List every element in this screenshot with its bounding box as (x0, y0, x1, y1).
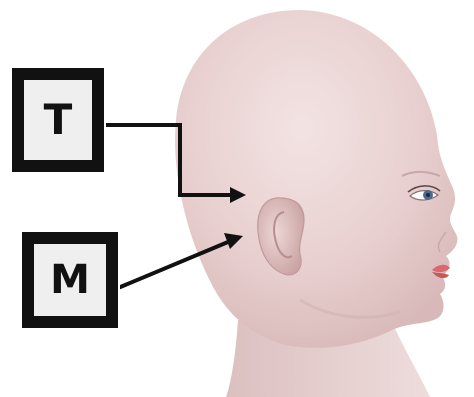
head-outline (175, 10, 457, 348)
label-t: T (44, 99, 73, 141)
label-box-t: T (12, 68, 104, 172)
label-box-m: M (22, 232, 118, 328)
label-m: M (50, 260, 90, 300)
pupil (426, 193, 430, 197)
